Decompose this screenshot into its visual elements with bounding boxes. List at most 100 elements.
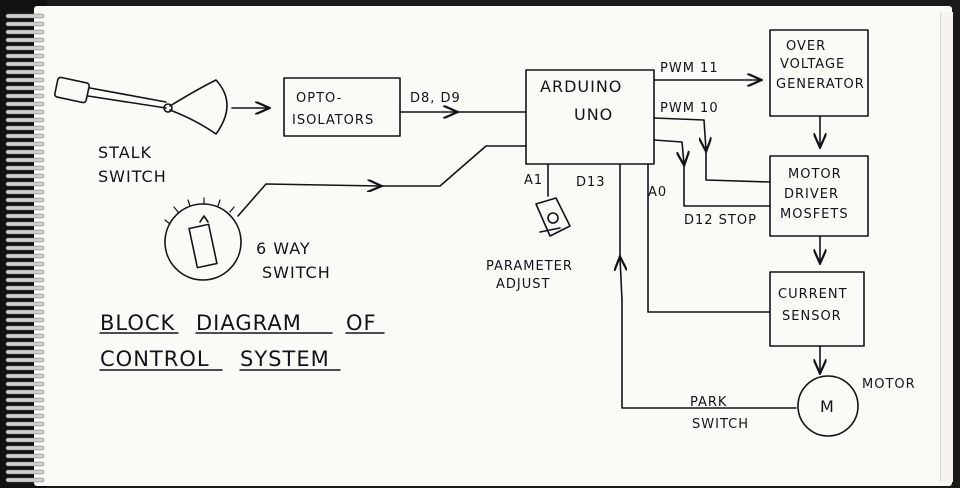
spiral-ring	[5, 45, 45, 51]
spiral-ring	[5, 413, 45, 419]
spiral-ring	[5, 69, 45, 75]
spiral-ring	[5, 461, 45, 467]
spiral-ring	[5, 373, 45, 379]
spiral-ring	[5, 165, 45, 171]
spiral-ring	[5, 221, 45, 227]
switch-line-1	[237, 184, 380, 217]
a0-label: A0	[648, 185, 667, 200]
spiral-ring	[5, 389, 45, 395]
driver-label-1: MOTOR	[788, 167, 842, 182]
driver-label-3: MOSFETS	[780, 207, 849, 222]
motor-m-label: M	[820, 397, 835, 416]
d13-label: D13	[576, 175, 606, 190]
spiral-ring	[5, 293, 45, 299]
pwm10-label: PWM 10	[660, 101, 719, 116]
spiral-ring	[5, 77, 45, 83]
spiral-rings	[5, 13, 45, 483]
six-way-label-2: SWITCH	[262, 263, 331, 282]
pwm11-label: PWM 11	[660, 61, 719, 76]
spiral-ring	[5, 85, 45, 91]
spiral-ring	[5, 181, 45, 187]
spiral-ring	[5, 453, 45, 459]
title-of: OF	[346, 311, 377, 335]
spiral-ring	[5, 309, 45, 315]
arduino-box	[525, 69, 655, 165]
spiral-ring	[5, 301, 45, 307]
spiral-ring	[5, 341, 45, 347]
spiral-ring	[5, 125, 45, 131]
spiral-ring	[5, 173, 45, 179]
pwm10-arrow	[653, 117, 706, 150]
spiral-ring	[5, 381, 45, 387]
spiral-ring	[5, 197, 45, 203]
spiral-ring	[5, 477, 45, 483]
spiral-ring	[5, 437, 45, 443]
opto-isolators-box	[283, 77, 401, 137]
stalk-switch-icon	[54, 76, 228, 135]
spiral-ring	[5, 405, 45, 411]
spiral-ring	[5, 317, 45, 323]
spiral-ring	[5, 253, 45, 259]
title-block: BLOCK	[100, 311, 176, 335]
sensor-label-2: SENSOR	[782, 309, 842, 324]
spiral-ring	[5, 469, 45, 475]
stalk-switch-label-2: SWITCH	[98, 167, 167, 186]
spiral-ring	[5, 229, 45, 235]
spiral-ring	[5, 93, 45, 99]
spiral-ring	[5, 109, 45, 115]
a1-label: A1	[524, 173, 543, 188]
spiral-ring	[5, 29, 45, 35]
park-switch-line	[621, 299, 797, 409]
arduino-label-2: UNO	[574, 105, 613, 124]
park-label-2: SWITCH	[692, 417, 749, 432]
title-control: CONTROL	[100, 347, 210, 371]
parameter-label-1: PARAMETER	[486, 259, 573, 274]
paper-sheet	[34, 6, 952, 486]
spiral-ring	[5, 365, 45, 371]
spiral-ring	[5, 429, 45, 435]
spiral-ring	[5, 421, 45, 427]
spiral-ring	[5, 101, 45, 107]
spiral-ring	[5, 157, 45, 163]
spiral-ring	[5, 349, 45, 355]
motor-label: MOTOR	[862, 377, 916, 392]
spiral-ring	[5, 13, 45, 19]
spiral-ring	[5, 213, 45, 219]
spiral-ring	[5, 269, 45, 275]
page-edge	[940, 12, 953, 482]
sensor-label-1: CURRENT	[778, 287, 848, 302]
opto-label-2: ISOLATORS	[292, 113, 374, 128]
park-label-1: PARK	[690, 395, 727, 410]
spiral-ring	[5, 261, 45, 267]
spiral-ring	[5, 133, 45, 139]
spiral-ring	[5, 325, 45, 331]
arduino-label-1: ARDUINO	[540, 77, 622, 96]
d12-arrow	[653, 139, 684, 164]
spiral-ring	[5, 205, 45, 211]
opto-label-1: OPTO-	[296, 91, 342, 106]
spiral-ring	[5, 333, 45, 339]
spiral-ring	[5, 149, 45, 155]
spiral-ring	[5, 277, 45, 283]
d12-stop-label: D12 STOP	[684, 213, 757, 228]
ovg-label-1: OVER	[786, 39, 826, 54]
spiral-ring	[5, 53, 45, 59]
parameter-label-2: ADJUST	[496, 277, 550, 292]
six-way-switch-icon	[164, 197, 242, 281]
pwm10-line	[705, 149, 771, 183]
park-switch-arrow	[620, 258, 622, 301]
spiral-ring	[5, 285, 45, 291]
spiral-ring	[5, 141, 45, 147]
stalk-switch-label-1: STALK	[98, 143, 152, 162]
spiral-ring	[5, 189, 45, 195]
over-voltage-box	[769, 29, 869, 117]
six-way-label-1: 6 WAY	[256, 239, 311, 258]
ovg-label-3: GENERATOR	[776, 77, 865, 92]
parameter-adjust-icon	[535, 197, 571, 237]
title-diagram: DIAGRAM	[196, 311, 302, 335]
spiral-ring	[5, 357, 45, 363]
a0-line	[647, 163, 771, 313]
title-underlines	[99, 332, 385, 371]
